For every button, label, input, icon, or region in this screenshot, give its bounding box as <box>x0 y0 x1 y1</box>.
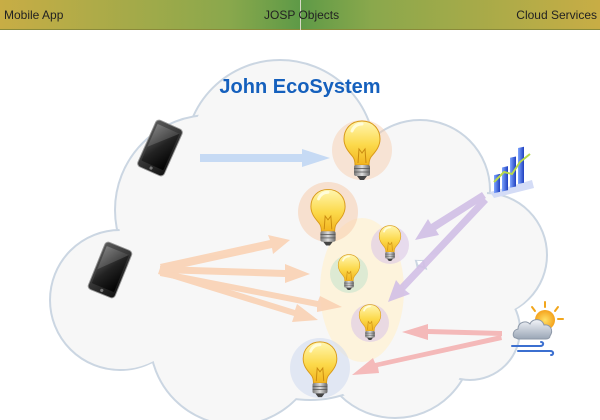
diagram-title: John EcoSystem <box>219 76 381 98</box>
arrow-weather-to-bulb5 <box>402 324 502 340</box>
cloud-services-label: Cloud Services <box>516 8 597 22</box>
top-bar: Mobile App JOSP Objects Cloud Services <box>0 0 600 30</box>
arrow-phone2-to-bulb5 <box>160 270 342 312</box>
bar-chart-icon <box>490 146 534 198</box>
arrow-phone1-to-bulb1 <box>200 149 330 167</box>
arrow-analytics-to-bulb3 <box>415 192 486 240</box>
topbar-divider <box>300 0 301 30</box>
weather-icon <box>511 301 564 356</box>
mobile-app-label: Mobile App <box>4 8 64 22</box>
arrow-phone2-to-bulb2 <box>160 235 290 272</box>
arrow-weather-to-bulb6 <box>352 335 502 375</box>
arrow-phone2-to-bulb4 <box>160 264 310 283</box>
arrow-analytics-to-bulb5 <box>388 197 488 302</box>
josp-objects-label: JOSP Objects <box>264 8 340 22</box>
